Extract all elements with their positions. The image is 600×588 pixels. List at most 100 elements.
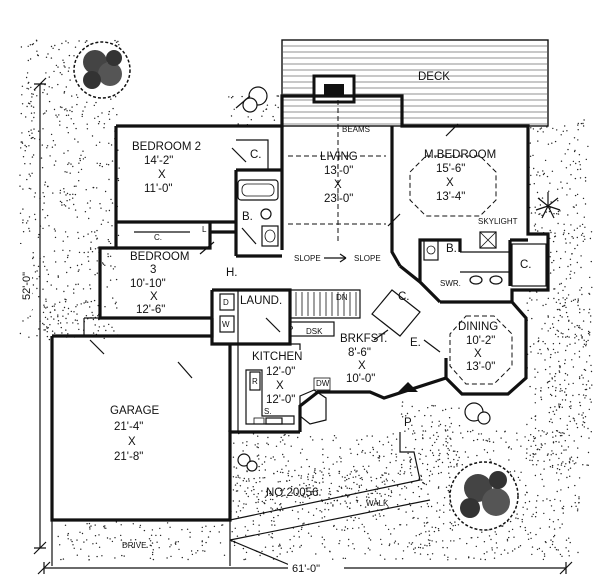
stipple-dot [70, 118, 72, 120]
stipple-dot [540, 473, 542, 475]
stipple-dot [449, 476, 451, 479]
stipple-dot [175, 543, 177, 545]
stipple-dot [584, 369, 587, 371]
stipple-dot [541, 478, 543, 481]
stipple-dot [20, 242, 22, 245]
stipple-dot [332, 558, 334, 560]
stipple-dot [19, 174, 21, 176]
stipple-dot [562, 508, 564, 510]
stipple-dot [380, 495, 382, 497]
stipple-dot [246, 441, 248, 443]
stipple-dot [429, 470, 432, 472]
stipple-dot [117, 179, 120, 182]
stipple-dot [74, 46, 77, 48]
stipple-dot [527, 309, 529, 312]
stipple-dot [524, 494, 526, 496]
stipple-dot [574, 177, 577, 180]
stipple-dot [565, 349, 567, 352]
stipple-dot [236, 535, 239, 537]
stipple-dot [109, 538, 111, 540]
stipple-dot [447, 454, 449, 456]
stipple-dot [374, 498, 377, 500]
stipple-dot [282, 471, 284, 474]
stipple-dot [282, 439, 284, 441]
stipple-dot [368, 496, 370, 499]
stipple-dot [43, 323, 45, 326]
stipple-dot [404, 471, 406, 473]
stipple-dot [583, 343, 586, 345]
stipple-dot [436, 431, 438, 434]
stipple-dot [258, 465, 260, 468]
stipple-dot [551, 261, 553, 264]
stipple-dot [558, 370, 560, 372]
stipple-dot [54, 144, 56, 146]
stipple-dot [22, 320, 24, 322]
stipple-dot [437, 487, 440, 489]
stipple-dot [26, 87, 28, 90]
stipple-dot [446, 429, 449, 431]
stipple-dot [574, 494, 576, 497]
stipple-dot [115, 41, 118, 43]
kitchen-name: KITCHEN [252, 351, 302, 363]
stipple-dot [540, 443, 542, 445]
stipple-dot [69, 79, 71, 81]
stipple-dot [524, 529, 527, 532]
stipple-dot [579, 168, 582, 170]
stipple-dot [71, 95, 73, 97]
stipple-dot [53, 108, 56, 111]
stipple-dot [552, 240, 555, 243]
stipple-dot [588, 334, 591, 336]
stipple-dot [245, 551, 248, 554]
stipple-dot [41, 144, 43, 146]
stipple-dot [577, 551, 579, 554]
stipple-dot [580, 334, 582, 336]
stipple-dot [447, 559, 449, 561]
stipple-dot [554, 406, 556, 408]
stipple-dot [404, 430, 406, 432]
stipple-dot [435, 460, 437, 463]
stipple-dot [378, 440, 381, 443]
stipple-dot [112, 107, 114, 110]
stipple-dot [74, 138, 76, 140]
stipple-dot [65, 329, 67, 331]
stipple-dot [72, 322, 74, 324]
stipple-dot [585, 341, 588, 343]
stipple-dot [552, 326, 555, 329]
stipple-dot [272, 456, 274, 458]
stipple-dot [239, 485, 242, 487]
stipple-dot [555, 549, 558, 551]
stipple-dot [541, 214, 543, 216]
stipple-dot [547, 347, 549, 350]
stipple-dot [563, 229, 566, 232]
stipple-dot [256, 446, 258, 448]
stipple-dot [122, 544, 125, 546]
stipple-dot [524, 502, 527, 504]
stipple-dot [42, 261, 44, 263]
stipple-dot [87, 301, 89, 303]
stipple-dot [476, 438, 479, 441]
stipple-dot [49, 155, 51, 157]
stipple-dot [449, 527, 452, 530]
stipple-dot [270, 536, 272, 538]
stipple-dot [530, 417, 533, 419]
stipple-dot [90, 248, 92, 250]
stipple-dot [552, 343, 555, 345]
stipple-dot [63, 91, 66, 93]
stipple-dot [75, 185, 77, 187]
stipple-dot [552, 521, 555, 523]
stipple-dot [48, 338, 51, 341]
stipple-dot [299, 502, 301, 504]
stipple-dot [143, 529, 146, 532]
stipple-dot [329, 474, 331, 477]
stipple-dot [46, 147, 48, 149]
stipple-dot [44, 316, 47, 319]
stipple-dot [563, 223, 565, 225]
stipple-dot [87, 256, 89, 258]
stipple-dot [65, 114, 68, 117]
stipple-dot [336, 528, 338, 530]
stipple-dot [372, 515, 374, 517]
stipple-dot [589, 321, 592, 323]
stipple-dot [318, 525, 320, 528]
breakfast-width: 8'-6" [348, 347, 371, 359]
